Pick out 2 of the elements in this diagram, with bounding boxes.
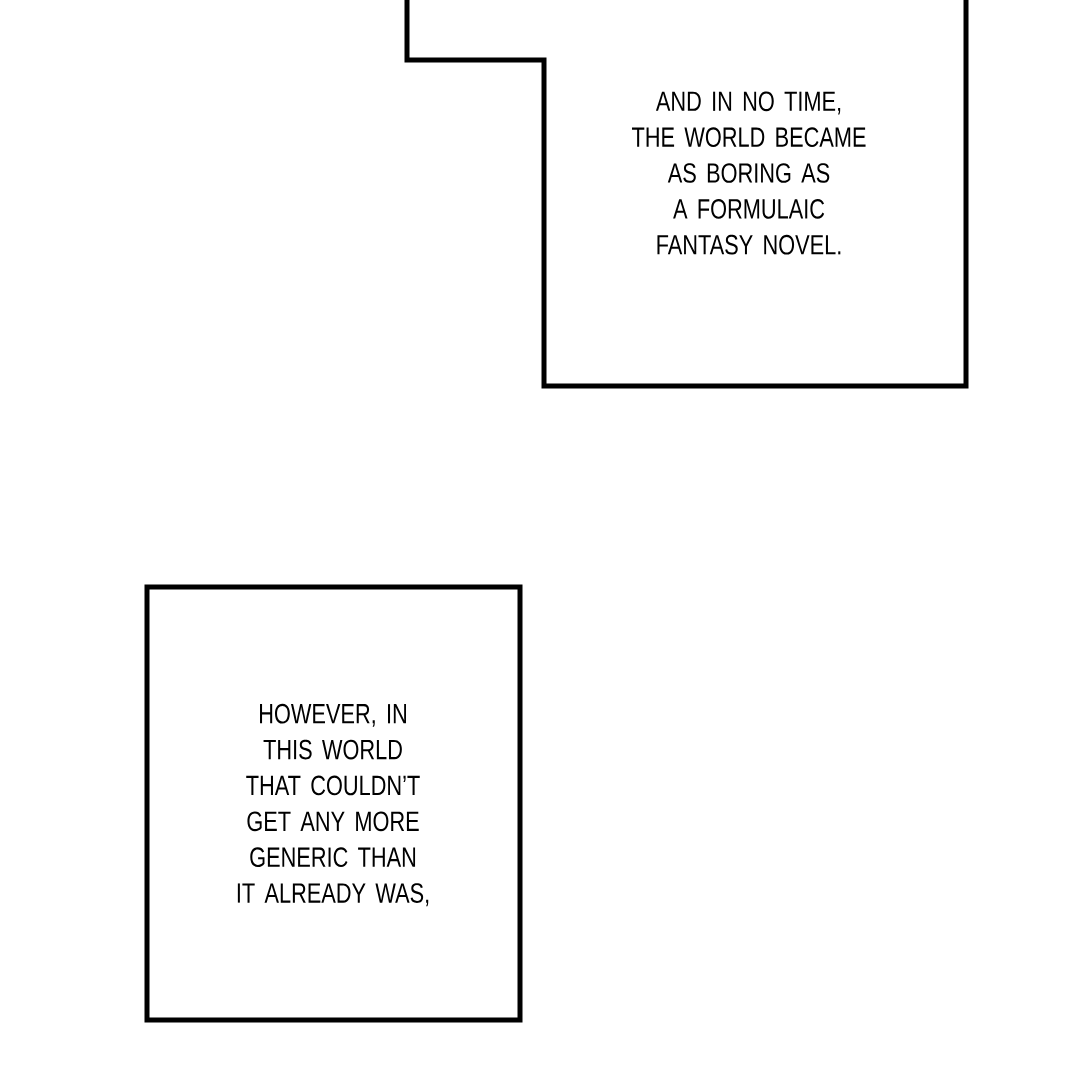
- caption-box: AND IN NO TIME, THE WORLD BECAME AS BORING AS A FORMULAIC FANTASY NOVEL.: [404, 0, 969, 389]
- caption-box: HOWEVER, IN THIS WORLD THAT COULDN’T GET ANY MORE GENERIC THAN IT ALREADY WAS,: [144, 584, 523, 1023]
